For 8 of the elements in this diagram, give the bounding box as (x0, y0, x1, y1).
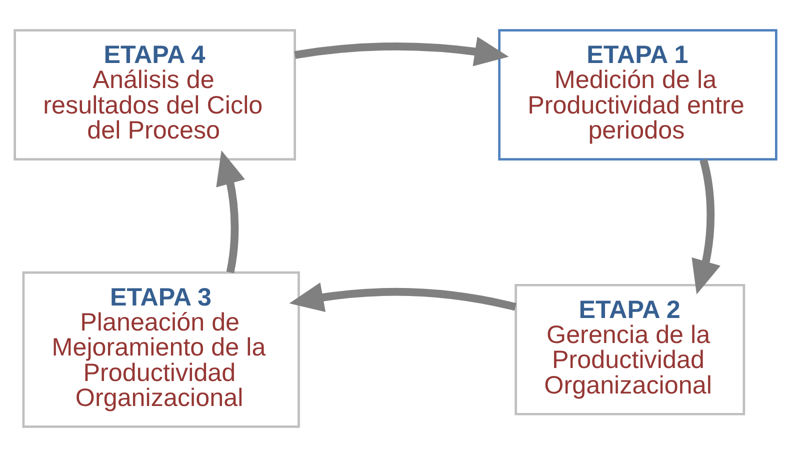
arrow (216, 150, 245, 273)
arrow (692, 158, 720, 294)
arrow (289, 282, 516, 312)
node-box: ETAPA 4 Análisis de resultados del Ciclo del Proceso (14, 28, 296, 160)
node-box: ETAPA 3 Planeación de Mejoramiento de la Productividad Organizacional (22, 270, 300, 428)
node-box: ETAPA 2 Gerencia de la Productividad Organizacional (514, 283, 746, 415)
arrow (294, 36, 509, 66)
node-box: ETAPA 1 Medición de la Productividad entre periodos (498, 28, 778, 160)
